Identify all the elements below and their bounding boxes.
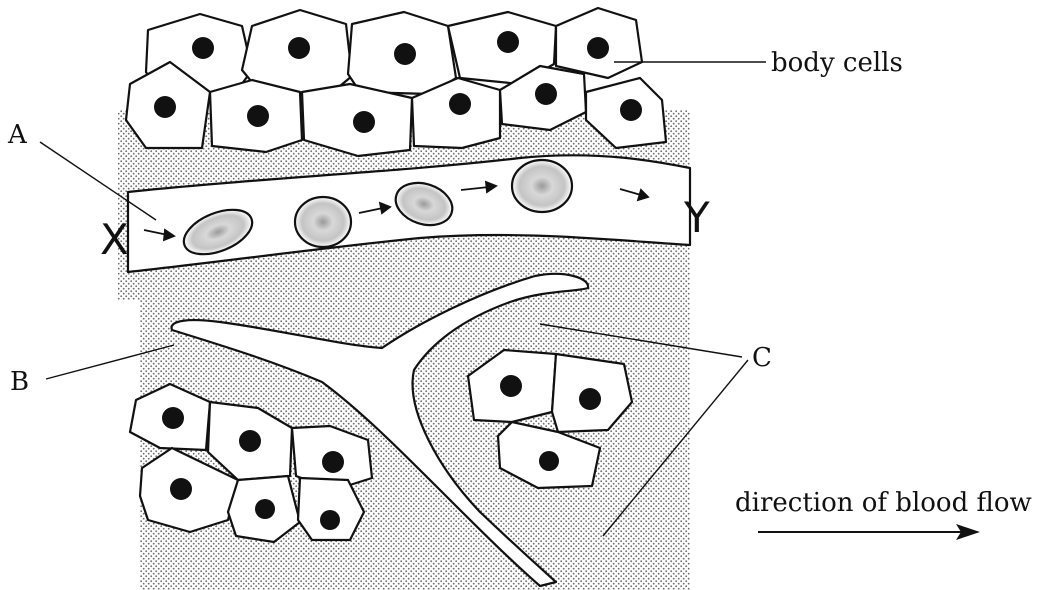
label-a: A xyxy=(7,120,28,150)
label-c: C xyxy=(752,343,772,373)
red-blood-cell xyxy=(512,160,572,212)
label-x: X xyxy=(100,215,129,264)
label-direction-of-blood-flow: direction of blood flow xyxy=(735,488,1032,518)
red-blood-cell xyxy=(295,197,351,247)
label-b: B xyxy=(10,367,29,397)
label-body-cells: body cells xyxy=(771,48,903,78)
label-y: Y xyxy=(683,193,710,242)
direction-arrow xyxy=(758,524,980,540)
